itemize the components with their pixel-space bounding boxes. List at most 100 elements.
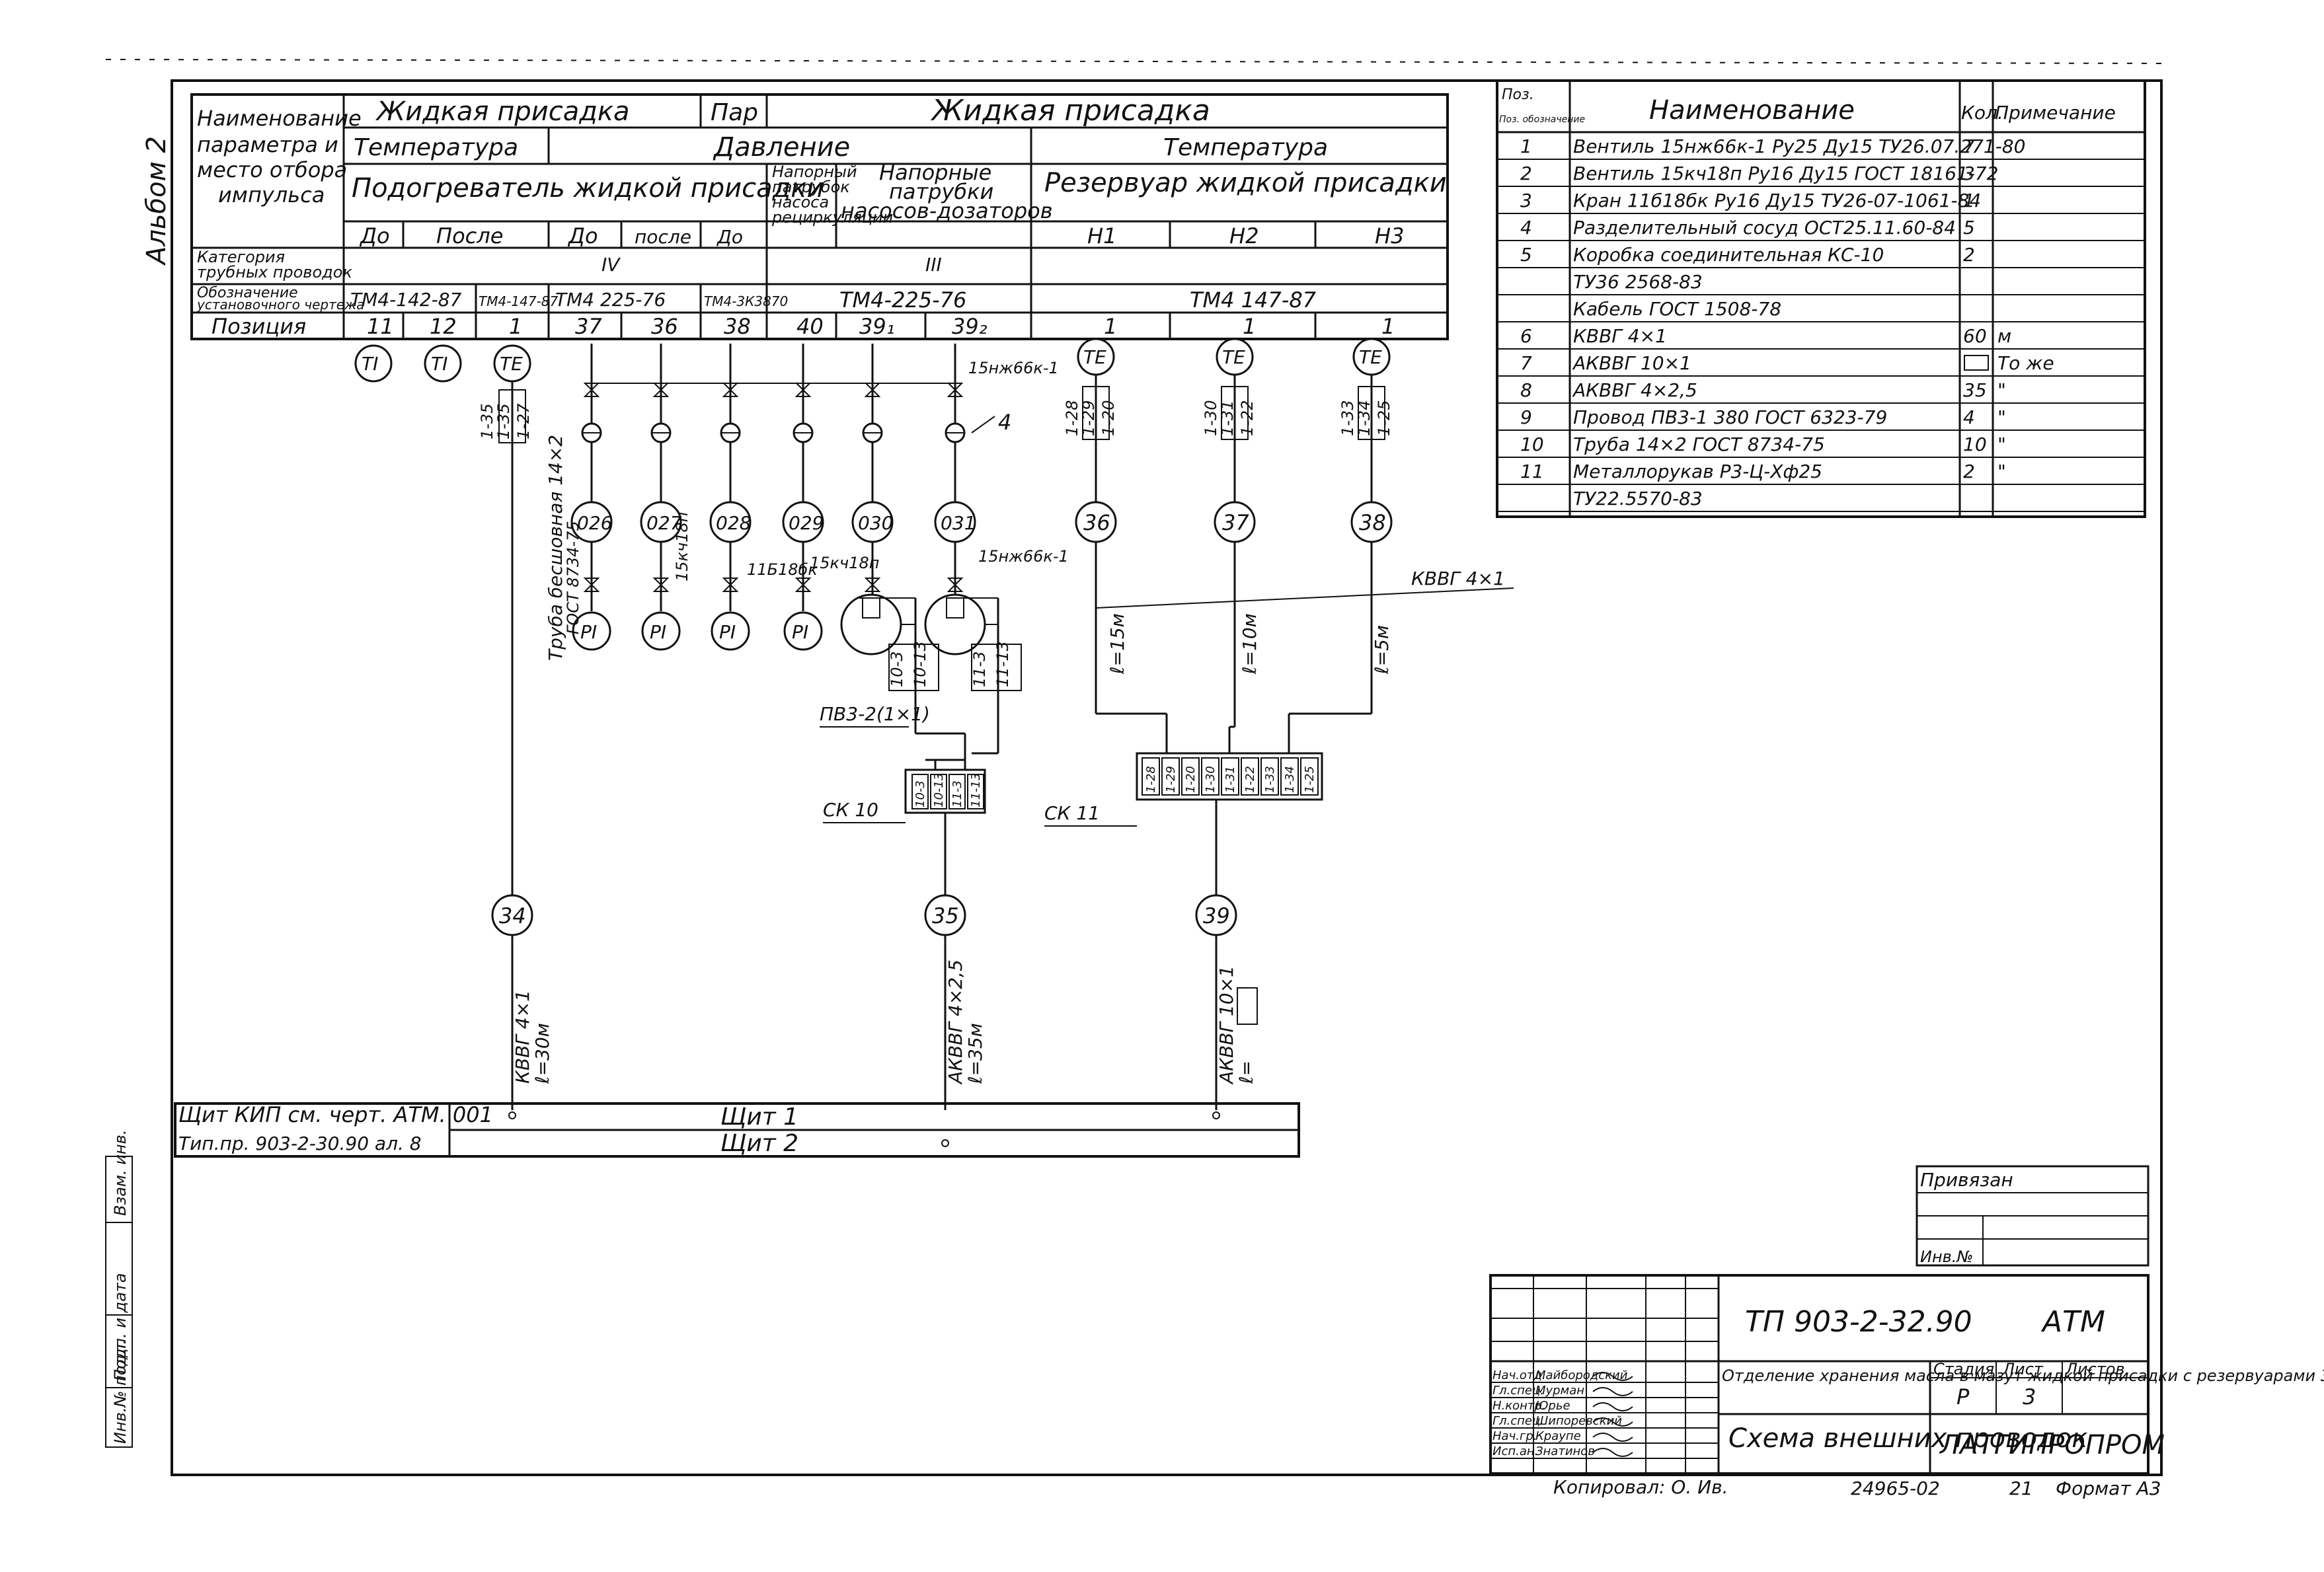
place-pumps-1: Напорные — [879, 160, 991, 185]
pos-2: 12 — [430, 314, 457, 339]
ck10-terminal-label: 11-3 — [950, 780, 964, 807]
sep-vessel-2 — [924, 593, 986, 655]
qty-symbol — [1964, 355, 1989, 371]
row-head-1: Наименование — [197, 106, 362, 131]
m-label-2: 10-13 — [911, 641, 929, 687]
ck11-terminal — [1241, 757, 1259, 796]
spec-note: " — [1997, 406, 2006, 428]
ck11-terminal-label: 1-28 — [1144, 766, 1158, 793]
ti-wire-3: 1-27 — [514, 403, 533, 439]
spec-qty: 10 — [1963, 433, 1987, 455]
sheet-title: Схема внешних проводок — [1728, 1423, 2087, 1454]
position-label: Позиция — [212, 314, 306, 339]
spec-qty: 1 — [1963, 190, 1975, 211]
place-pumps-3: насосов-дозаторов — [841, 198, 1053, 223]
valve-icon — [947, 578, 964, 592]
stamp-role: Исп.ан. — [1492, 1444, 1538, 1458]
cable-35-label: 35 — [932, 903, 959, 928]
ck10-terminal — [911, 774, 929, 809]
m-label-1: 10-3 — [888, 652, 906, 687]
stamp-name: Знатинов — [1535, 1444, 1595, 1458]
sub-2: После — [436, 223, 503, 248]
spec-qty: 5 — [1963, 217, 1975, 239]
ck11-terminal-label: 1-29 — [1164, 766, 1178, 793]
privyazan-label: Привязан — [1920, 1169, 2013, 1191]
object-title: Отделение хранения масла в мазут жидкой … — [1722, 1366, 2324, 1385]
ti-wire-2: 1-35 — [494, 404, 513, 439]
sep-vessel-1 — [840, 593, 902, 655]
pos-7: 40 — [796, 314, 824, 339]
category-iv: IV — [601, 254, 621, 276]
ck10-terminal-label: 10-3 — [913, 780, 927, 807]
te-label-3: TE — [1222, 346, 1245, 368]
valve-note-2: 11Б18бк — [747, 560, 818, 579]
pi-gauge — [572, 611, 611, 651]
kopir-label: Копировал: О. Ив. — [1553, 1476, 1728, 1498]
ck10-terminal — [949, 774, 966, 809]
param-pressure: Давление — [713, 132, 850, 163]
stage-head: Стадия — [1933, 1360, 1994, 1378]
spec-qty: 2 — [1963, 244, 1975, 266]
shield-2: Щит 2 — [720, 1130, 798, 1157]
pipe-node-label: 030 — [858, 512, 893, 534]
stamp-name: Шипоревский — [1535, 1414, 1622, 1428]
signature-icon — [1592, 1372, 1633, 1381]
ti-circle-2 — [424, 344, 462, 383]
spec-name: АКВВГ 10×1 — [1572, 352, 1691, 374]
ck11-terminal-label: 1-25 — [1303, 766, 1317, 793]
signature-icon — [1592, 1387, 1633, 1396]
section-code: АТМ — [2040, 1305, 2105, 1339]
spec-name: Вентиль 15нж66к-1 Ру25 Ду15 ТУ26.07.271-… — [1573, 135, 2025, 157]
spec-note: То же — [1997, 352, 2054, 374]
sub-6: Н1 — [1087, 223, 1116, 248]
pi-label: PI — [719, 621, 736, 643]
ti-label-1: TI — [362, 353, 378, 375]
cable-35-type: АКВВГ 4×2,5 — [945, 959, 966, 1085]
stamp-role: Нач.гр. — [1492, 1429, 1537, 1443]
ck11-terminal-label: 1-34 — [1283, 766, 1297, 793]
drawing-label-1: Обозначение — [197, 285, 298, 301]
row-head-4: импульса — [218, 182, 325, 207]
box-36-label: 36 — [1083, 510, 1110, 535]
pi-gauge — [711, 611, 750, 651]
signature-icon — [1592, 1448, 1633, 1457]
ck11-terminal — [1201, 757, 1220, 796]
drawing-5: ТМ4-225-76 — [839, 287, 966, 313]
valve-icon — [864, 578, 881, 592]
spec-pos: 1 — [1520, 135, 1532, 157]
te1-wire-3: 1-20 — [1099, 400, 1118, 436]
spec-note: " — [1997, 433, 2006, 455]
shield-1: Щит 1 — [720, 1104, 798, 1131]
te3-wire-3: 1-25 — [1375, 400, 1393, 436]
valve-note-5: 15нж66к-1 — [968, 359, 1059, 377]
stamp-role: Гл.спец. — [1492, 1384, 1544, 1398]
cable-39-label: 39 — [1203, 903, 1230, 928]
sub-8: Н3 — [1375, 223, 1404, 248]
ck11-terminal — [1161, 757, 1180, 796]
instrument-diagram: TI TI TE TE TE TE 1-35 1-35 1-27 026PI02… — [354, 338, 1514, 1110]
place-recirc-2: патрубок — [772, 178, 850, 196]
spec-head-qty: Кол. — [1961, 102, 2003, 124]
te3-wire-1: 1-33 — [1338, 400, 1357, 436]
pi-label: PI — [792, 621, 808, 643]
category-label-1: Категория — [197, 248, 285, 266]
drawing-2: ТМ4-147-87 — [479, 293, 559, 309]
spec-qty: 60 — [1963, 325, 1987, 347]
spec-name: КВВГ 4×1 — [1573, 325, 1667, 347]
sheets-head: Листов — [2065, 1360, 2125, 1378]
pi-label: PI — [650, 621, 666, 643]
spec-name: Вентиль 15кч18п Ру16 Ду15 ГОСТ 18161-72 — [1573, 163, 1998, 184]
cable-39-type: АКВВГ 10×1 — [1216, 965, 1237, 1085]
spec-pos: 8 — [1520, 379, 1532, 401]
ck11-label: СК 11 — [1044, 802, 1100, 824]
signature-icon — [1592, 1402, 1633, 1411]
place-recirc-3: насоса — [772, 193, 829, 211]
pi-gauge — [783, 611, 823, 651]
cable-34 — [491, 894, 533, 936]
len-15: ℓ=15м — [1106, 613, 1128, 675]
te1-wire-2: 1-29 — [1079, 400, 1098, 436]
medium-2: Пар — [711, 99, 758, 126]
spec-note: м — [1997, 325, 2011, 347]
bottom-num: 24965-02 — [1851, 1478, 1940, 1499]
te-label-4: TE — [1359, 346, 1382, 368]
